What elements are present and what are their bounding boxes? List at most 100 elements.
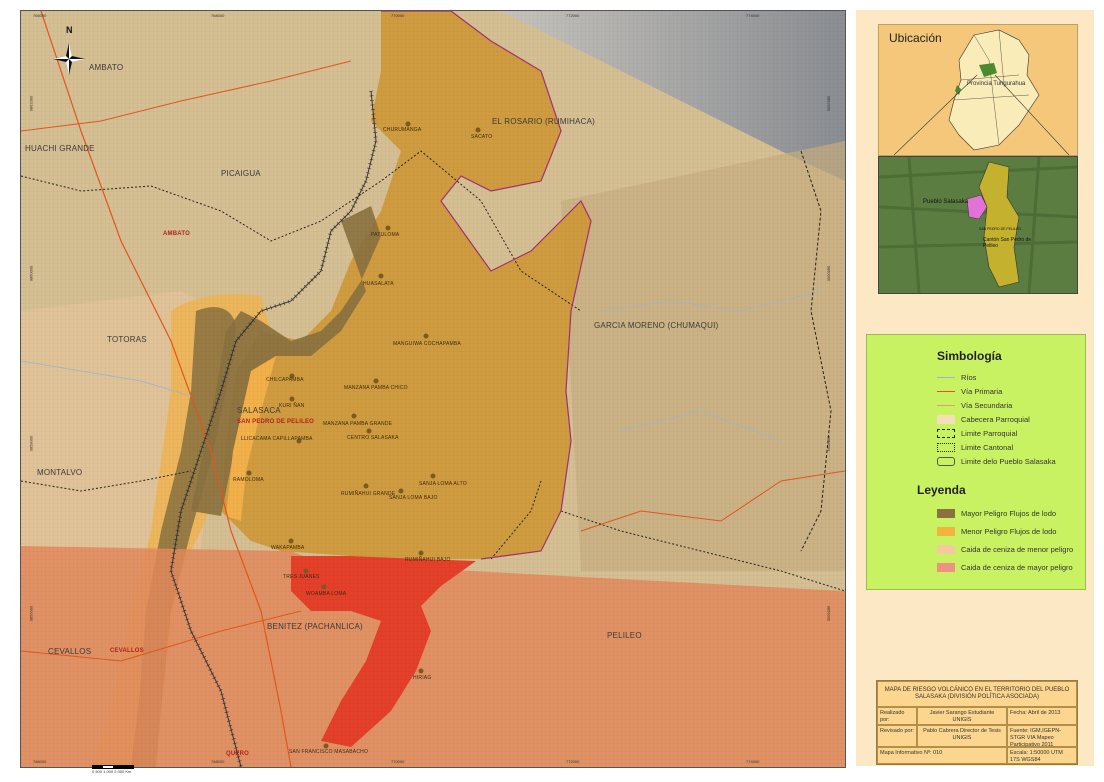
community-label: RUMIÑAHUI GRANDE — [341, 491, 396, 497]
inset-label-canton: Cantón San Pedro de Pelileo — [983, 237, 1032, 249]
parish-limit-3 — [560, 510, 845, 592]
place-ambato-canton: AMBATO — [163, 231, 190, 237]
legend-item-ash-low: Caida de ceniza de menor peligro — [937, 543, 1073, 555]
symbology-item-salasaka-limit: Limite delo Pueblo Salasaka — [937, 455, 1056, 467]
place-el-rosario: EL ROSARIO (RUMIHACA) — [492, 117, 596, 126]
scale-bar-graphic — [92, 765, 134, 769]
north-arrow-icon — [53, 43, 85, 75]
symbology-item-parish-head: Cabecera Parroquial — [937, 413, 1030, 425]
river-1 — [21, 360, 192, 397]
parish-head-icon — [937, 414, 955, 424]
inset-label-salasaka: Pueblo Salasaka — [923, 199, 969, 205]
coord-right-1: 9862000 — [826, 95, 832, 112]
map-source: Fuente: IGM,IGEPN-STGR VIA Mapeo Partici… — [1007, 725, 1077, 748]
place-cevallos: CEVALLOS — [48, 647, 92, 656]
community-label: HIRIAG — [413, 675, 432, 681]
community-label: MANZANA PAMBA GRANDE — [323, 421, 393, 427]
community-label: WAKAPAMBA — [271, 545, 305, 551]
raster-texture — [21, 11, 845, 767]
legend-item-major-flow: Mayor Peligro Flujos de lodo — [937, 507, 1056, 519]
river-3 — [620, 410, 782, 442]
coord-bot-4: 772000 — [566, 759, 580, 764]
title-block: MAPA DE RIESGO VOLCÁNICO EN EL TERRITORI… — [876, 680, 1078, 765]
place-cevallos-canton: CEVALLOS — [110, 648, 144, 654]
made-by-label: Realizado por: — [877, 707, 917, 725]
map-number: Mapa Informativo Nº: 010 — [877, 747, 1007, 764]
place-quero: QUERO — [226, 751, 250, 757]
community-label: KURI ÑAN — [279, 403, 305, 409]
legend-title: Leyenda — [917, 483, 966, 497]
map-title: MAPA DE RIESGO VOLCÁNICO EN EL TERRITORI… — [877, 681, 1077, 707]
community-label: SANJA LOMA ALTO — [419, 481, 467, 487]
community-label: SACATO — [471, 134, 493, 140]
primary-road-3 — [580, 470, 845, 532]
map-date: Fecha: Abril de 2013 — [1007, 707, 1077, 725]
scale-bar-text: 0 500 1.000 2.000 Km — [92, 769, 132, 774]
symbology-item-rivers: Ríos — [937, 371, 976, 383]
place-benitez: BENITEZ (PACHANLICA) — [267, 622, 363, 631]
cantonal-limit-east — [800, 150, 832, 552]
coord-bot-1: 766000 — [33, 759, 47, 764]
major-flow-swatch — [937, 508, 955, 518]
inset-map: Pueblo Salasaka SAN PEDRO DE PELILEO Can… — [878, 156, 1078, 294]
community-label: RUMIÑAHUI BAJO — [405, 557, 451, 563]
coord-left-1: 9862000 — [28, 95, 34, 112]
parish-limit-1 — [21, 150, 582, 312]
coord-bot-5: 774000 — [746, 759, 760, 764]
railroad — [170, 90, 377, 767]
legend-item-ash-high: Caida de ceniza de mayor peligro — [937, 561, 1073, 573]
inset-map-graphic — [879, 157, 1077, 293]
place-huachi-grande: HUACHI GRANDE — [25, 144, 95, 153]
coord-top-5: 774000 — [746, 13, 760, 18]
coord-left-2: 9860000 — [28, 265, 34, 282]
community-label: PATULOMA — [371, 232, 400, 238]
coord-top-4: 772000 — [566, 13, 580, 18]
symbology-item-parish-limit: Limite Parroquial — [937, 427, 1017, 439]
parish-limit-icon — [937, 428, 955, 438]
reviewed-label: Revisado por: — [877, 725, 917, 747]
primary-road-2 — [21, 60, 352, 132]
community-label: CHURUMANGA — [383, 127, 422, 133]
community-label: HUASALATA — [363, 281, 394, 287]
made-by-value: Javier Sarango Estudiante UNIGIS — [917, 707, 1007, 725]
community-label: CHILCAPAMBA — [266, 377, 304, 383]
primary-road-1 — [40, 11, 292, 767]
place-ambato-north: AMBATO — [89, 63, 124, 72]
place-totoras: TOTORAS — [107, 335, 147, 344]
community-label: SANJA LOMA BAJO — [389, 495, 438, 501]
river-line-icon — [937, 373, 955, 382]
community-label: RAMOLOMA — [233, 477, 264, 483]
coord-left-4: 9856000 — [28, 605, 34, 622]
community-dots — [246, 121, 481, 749]
ash-low-swatch — [937, 544, 955, 554]
community-label: WOAMBA LOMA — [306, 591, 347, 597]
community-label: MANGUIWA COCHAPAMBA — [393, 341, 461, 347]
parish-limit-4 — [490, 480, 542, 560]
place-montalvo: MONTALVO — [37, 468, 83, 477]
community-label: LLICACAMA CAPILLAPAMBA — [241, 436, 313, 442]
coord-top-1: 766000 — [33, 13, 47, 18]
coord-right-2: 9860000 — [826, 265, 832, 282]
minor-flow-swatch — [937, 526, 955, 536]
place-san-pedro-de-pelileo: SAN PEDRO DE PELILEO — [237, 419, 315, 425]
salasaka-boundary — [381, 11, 592, 560]
symbology-item-secondary-road: Vía Secundaria — [937, 399, 1012, 411]
map-canvas — [21, 11, 845, 767]
place-picaigua: PICAIGUA — [221, 169, 261, 178]
map-frame[interactable]: N 766000 768000 770000 772000 774000 766… — [20, 10, 846, 768]
community-label: CENTRO SALASAKA — [347, 435, 399, 441]
symbology-title: Simbología — [937, 349, 1002, 363]
symbology-item-cantonal-limit: Limite Cantonal — [937, 441, 1013, 453]
reviewed-value: Pablo Cabrera Director de Tesis UNIGIS — [917, 725, 1007, 747]
salasaka-limit-icon — [937, 456, 955, 466]
north-label: N — [66, 25, 73, 35]
location-panel: Ubicación Provincia Tungurahua — [878, 24, 1078, 156]
community-label: TRES JUANES — [283, 574, 320, 580]
scale-bar: 0 500 1.000 2.000 Km — [92, 765, 134, 774]
legend-item-minor-flow: Menor Peligro Flujos de lodo — [937, 525, 1056, 537]
place-pelileo: PELILEO — [607, 631, 642, 640]
community-label: SAN FRANCISCO MASABACHO — [289, 749, 369, 755]
location-title: Ubicación — [889, 31, 942, 45]
symbology-item-primary-road: Vía Primaria — [937, 385, 1002, 397]
place-salasaca: SALASACA — [237, 406, 281, 415]
